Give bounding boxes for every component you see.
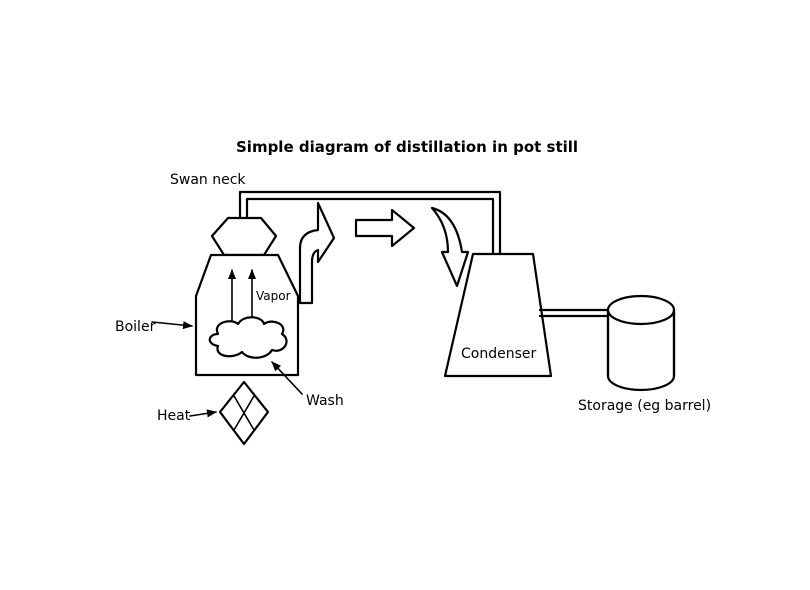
flow-arrow-down bbox=[430, 206, 470, 288]
storage-barrel bbox=[606, 294, 676, 392]
swan-neck-pipe bbox=[238, 190, 502, 256]
heat-label: Heat bbox=[157, 408, 191, 424]
heat-burner bbox=[218, 380, 270, 446]
heat-leader-arrow bbox=[189, 409, 217, 418]
condenser-vessel bbox=[443, 252, 553, 378]
wash-leader-arrow bbox=[271, 361, 303, 395]
swan-neck-head bbox=[210, 216, 278, 257]
storage-label: Storage (eg barrel) bbox=[578, 398, 711, 414]
condenser-label: Condenser bbox=[461, 346, 536, 362]
boiler-label: Boiler bbox=[115, 319, 156, 335]
swan-neck-label: Swan neck bbox=[170, 172, 246, 188]
flow-arrow-right bbox=[354, 208, 416, 248]
vapor-label: Vapor bbox=[256, 289, 291, 303]
wash-label: Wash bbox=[306, 393, 344, 409]
wash-cloud bbox=[208, 316, 288, 359]
flow-arrow-up bbox=[298, 201, 336, 305]
diagram-title: Simple diagram of distillation in pot st… bbox=[236, 138, 578, 156]
boiler-leader-arrow bbox=[151, 321, 193, 330]
